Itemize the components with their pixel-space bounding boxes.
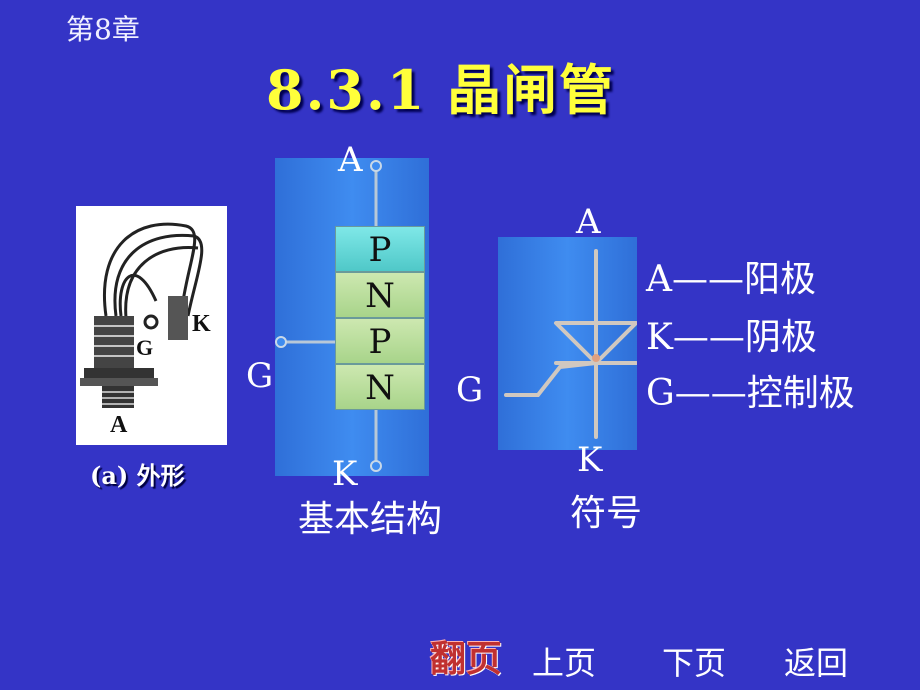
appearance-caption: (a) 外形 (90, 461, 185, 490)
legend-cathode: K——阴极 (646, 317, 817, 358)
symbol-terminal-a: A (576, 202, 601, 242)
structure-terminal-a: A (338, 140, 363, 180)
symbol-caption: 符号 (570, 493, 643, 534)
thyristor-symbol (504, 249, 637, 439)
legend-anode: A——阳极 (646, 259, 816, 300)
back-button[interactable]: 返回 (784, 644, 849, 682)
photo-label-k: K (192, 311, 211, 337)
symbol-terminal-g: G (456, 370, 484, 410)
structure-terminal-g: G (246, 356, 274, 396)
symbol-terminal-k: K (577, 440, 603, 480)
layer-n1: N (335, 272, 425, 318)
structure-caption: 基本结构 (298, 499, 443, 540)
turn-page-button[interactable]: 翻页 (430, 638, 503, 680)
layer-n2: N (335, 364, 425, 410)
next-page-button[interactable]: 下页 (662, 644, 727, 682)
structure-terminal-k: K (332, 454, 358, 494)
thyristor-photo: K G A (76, 206, 227, 445)
photo-label-a: A (110, 412, 128, 438)
photo-label-g: G (136, 335, 153, 360)
chapter-label: 第8章 (66, 13, 140, 46)
thyristor-drawing: K G A (80, 222, 211, 438)
layer-p1: P (335, 226, 425, 272)
prev-page-button[interactable]: 上页 (532, 644, 597, 682)
layer-p2: P (335, 318, 425, 364)
legend-gate: G——控制极 (646, 373, 855, 414)
slide-title: 8.3.1 晶闸管 (266, 58, 616, 122)
